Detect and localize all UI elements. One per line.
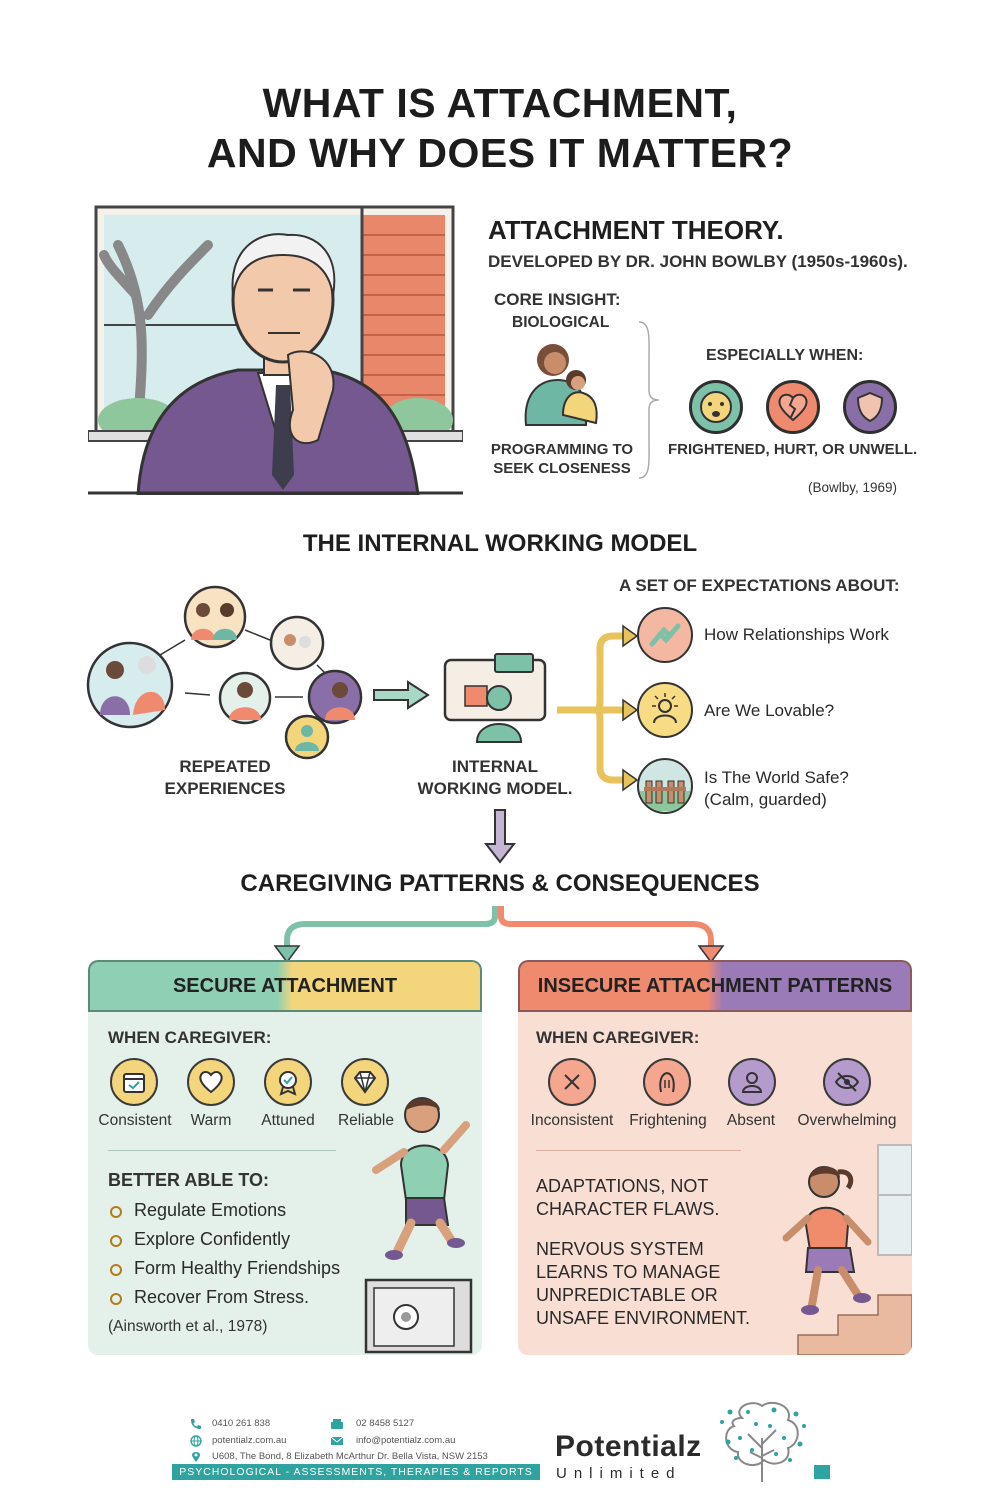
frightened-face-icon (689, 380, 743, 434)
globe-icon (190, 1434, 202, 1447)
expectations-label: A SET OF EXPECTATIONS ABOUT: (619, 576, 900, 595)
question-lovable: Are We Lovable? (704, 701, 835, 720)
caregiving-heading: CAREGIVING PATTERNS & CONSEQUENCES (240, 870, 760, 897)
theory-heading: ATTACHMENT THEORY. (488, 215, 784, 245)
developed-by-text: DEVELOPED BY DR. JOHN BOWLBY (1950s-1960… (488, 252, 908, 271)
heart-icon (187, 1058, 235, 1106)
insecure-panel: INSECURE ATTACHMENT PATTERNS WHEN CAREGI… (518, 960, 912, 1355)
fence-icon (637, 758, 693, 814)
secure-panel: SECURE ATTACHMENT WHEN CAREGIVER: Consis… (88, 960, 482, 1355)
eye-slash-icon (823, 1058, 871, 1106)
nervous-system-text: NERVOUS SYSTEM LEARNS TO MANAGE UNPREDIC… (536, 1239, 751, 1328)
footer-tagline: PSYCHOLOGICAL - ASSESSMENTS, THERAPIES &… (172, 1464, 540, 1480)
brand-square (814, 1465, 830, 1479)
trait-attuned: Attuned (261, 1112, 315, 1129)
hands-icon (637, 607, 693, 663)
better-able-label: BETTER ABLE TO: (108, 1170, 269, 1190)
secure-when-label: WHEN CAREGIVER: (108, 1028, 272, 1047)
question-world-safe-sub: (Calm, guarded) (704, 790, 827, 809)
split-arrows (273, 906, 725, 964)
footer-address: U608, The Bond, 8 Elizabeth McArthur Dr.… (212, 1451, 488, 1462)
programming-text: PROGRAMMING TO SEEK CLOSENESS (490, 441, 634, 477)
ainsworth-citation: (Ainsworth et al., 1978) (108, 1318, 268, 1335)
insecure-when-label: WHEN CAREGIVER: (536, 1028, 700, 1047)
secure-divider (108, 1150, 336, 1151)
secure-title: SECURE ATTACHMENT (88, 960, 482, 1012)
trait-frightening: Frightening (629, 1112, 707, 1129)
trait-overwhelming: Overwhelming (797, 1112, 897, 1129)
especially-when-label: ESPECIALLY WHEN: (706, 347, 864, 364)
question-world-safe: Is The World Safe? (Calm, guarded) (704, 767, 849, 811)
question-world-safe-text: Is The World Safe? (704, 768, 849, 787)
internal-model-icon (443, 653, 547, 743)
fax-icon (330, 1417, 344, 1429)
badge-icon (264, 1058, 312, 1106)
footer-phone[interactable]: 0410 261 838 (212, 1418, 271, 1429)
trait-inconsistent: Inconsistent (530, 1112, 614, 1129)
jumping-child-illustration (364, 1097, 473, 1354)
brand-subtitle: Unlimited (556, 1465, 682, 1482)
iwm-heading: THE INTERNAL WORKING MODEL (302, 530, 698, 557)
repeated-experiences-label: REPEATED EXPERIENCES (164, 757, 286, 798)
mother-child-icon (524, 344, 598, 426)
footer-website[interactable]: potentialz.com.au (212, 1435, 287, 1446)
insecure-title: INSECURE ATTACHMENT PATTERNS (518, 960, 912, 1012)
scared-face-icon (643, 1058, 691, 1106)
brain-tree-logo (720, 1401, 806, 1482)
conditions-text: FRIGHTENED, HURT, OR UNWELL. (668, 441, 918, 458)
down-arrow (484, 809, 516, 864)
repeated-experiences-illustration (86, 585, 363, 760)
biological-label: BIOLOGICAL (512, 314, 610, 331)
x-mark-icon (548, 1058, 596, 1106)
secure-outcomes-list: Regulate Emotions Explore Confidently Fo… (108, 1196, 340, 1312)
outcome-explore: Explore Confidently (108, 1225, 340, 1254)
outcome-regulate: Regulate Emotions (108, 1196, 340, 1225)
shield-icon (843, 380, 897, 434)
brand-name: Potentialz (555, 1430, 702, 1463)
email-icon (330, 1434, 344, 1446)
branch-arrows (557, 624, 639, 792)
sun-person-icon (637, 682, 693, 738)
core-insight-label: CORE INSIGHT: (494, 290, 621, 309)
title-line-2: AND WHY DOES IT MATTER? (206, 130, 794, 176)
trait-absent: Absent (726, 1112, 776, 1129)
outcome-recover: Recover From Stress. (108, 1283, 340, 1312)
trait-warm: Warm (190, 1112, 232, 1129)
footer-fax[interactable]: 02 8458 5127 (356, 1418, 415, 1429)
internal-working-model-label: INTERNAL WORKING MODEL. (417, 757, 573, 798)
adaptations-text: ADAPTATIONS, NOT CHARACTER FLAWS. (536, 1176, 720, 1219)
absent-person-icon (728, 1058, 776, 1106)
broken-heart-icon (766, 380, 820, 434)
location-icon (190, 1450, 202, 1462)
diamond-icon (341, 1058, 389, 1106)
brace-divider (638, 321, 660, 479)
bowlby-citation: (Bowlby, 1969) (808, 480, 898, 495)
question-relationships: How Relationships Work (704, 625, 889, 644)
calendar-icon (110, 1058, 158, 1106)
page-title: WHAT IS ATTACHMENT, AND WHY DOES IT MATT… (0, 78, 1000, 178)
title-line-1: WHAT IS ATTACHMENT, (262, 80, 738, 126)
bowlby-portrait-illustration (88, 205, 463, 495)
trait-consistent: Consistent (98, 1112, 172, 1129)
outcome-friendships: Form Healthy Friendships (108, 1254, 340, 1283)
phone-icon (190, 1417, 202, 1429)
child-stairs-illustration (782, 1144, 912, 1355)
insecure-divider (536, 1150, 741, 1151)
footer-email[interactable]: info@potentialz.com.au (356, 1435, 456, 1446)
arrow-to-model (373, 680, 430, 710)
trait-reliable: Reliable (337, 1112, 394, 1129)
